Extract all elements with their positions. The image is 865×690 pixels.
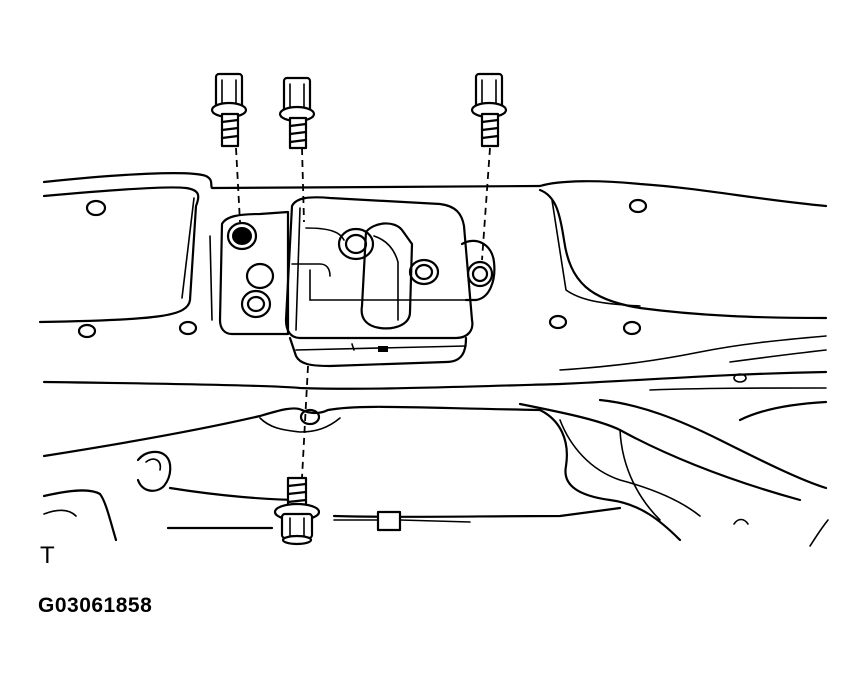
view-direction-mark: T	[40, 542, 55, 569]
bolt-bottom-icon	[273, 476, 321, 546]
bolt-left-icon	[210, 72, 248, 148]
lower-body-structure	[42, 387, 829, 547]
bolt-middle-icon	[278, 76, 316, 150]
latch-assembly	[218, 196, 496, 368]
upper-body-panel	[38, 172, 828, 390]
bolt-right-icon	[470, 72, 508, 148]
alignment-dash-lines	[235, 147, 491, 479]
figure-code: G03061858	[38, 594, 153, 617]
